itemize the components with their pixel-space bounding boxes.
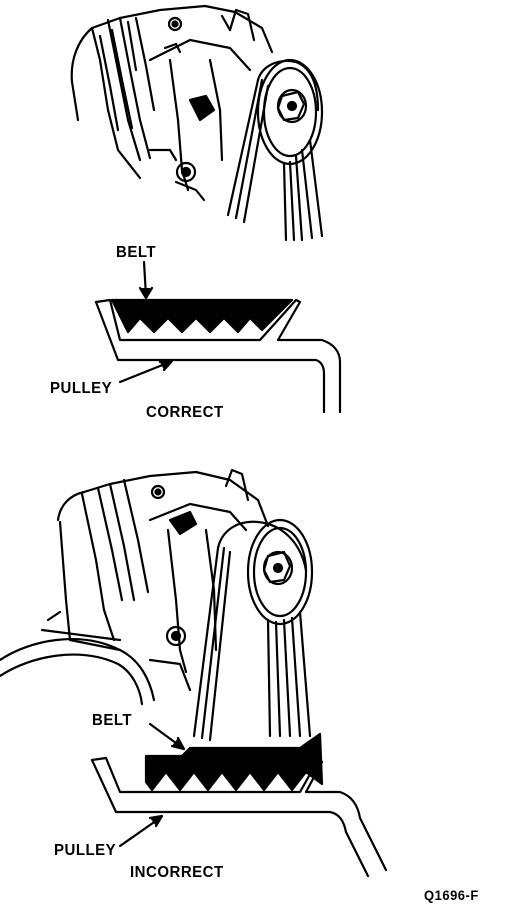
belt-label-incorrect: BELT xyxy=(92,711,133,730)
belt-cross-section-incorrect xyxy=(90,722,388,878)
alternator-illustration-bottom xyxy=(0,468,314,742)
belt-cross-section-correct xyxy=(94,260,342,414)
belt-label-correct: BELT xyxy=(116,243,157,262)
caption-correct: CORRECT xyxy=(146,403,224,422)
figure-id: Q1696-F xyxy=(424,887,479,904)
caption-incorrect: INCORRECT xyxy=(130,863,224,882)
pulley-label-correct: PULLEY xyxy=(50,379,113,398)
pulley-label-incorrect: PULLEY xyxy=(54,841,117,860)
alternator-illustration-top xyxy=(70,4,324,242)
